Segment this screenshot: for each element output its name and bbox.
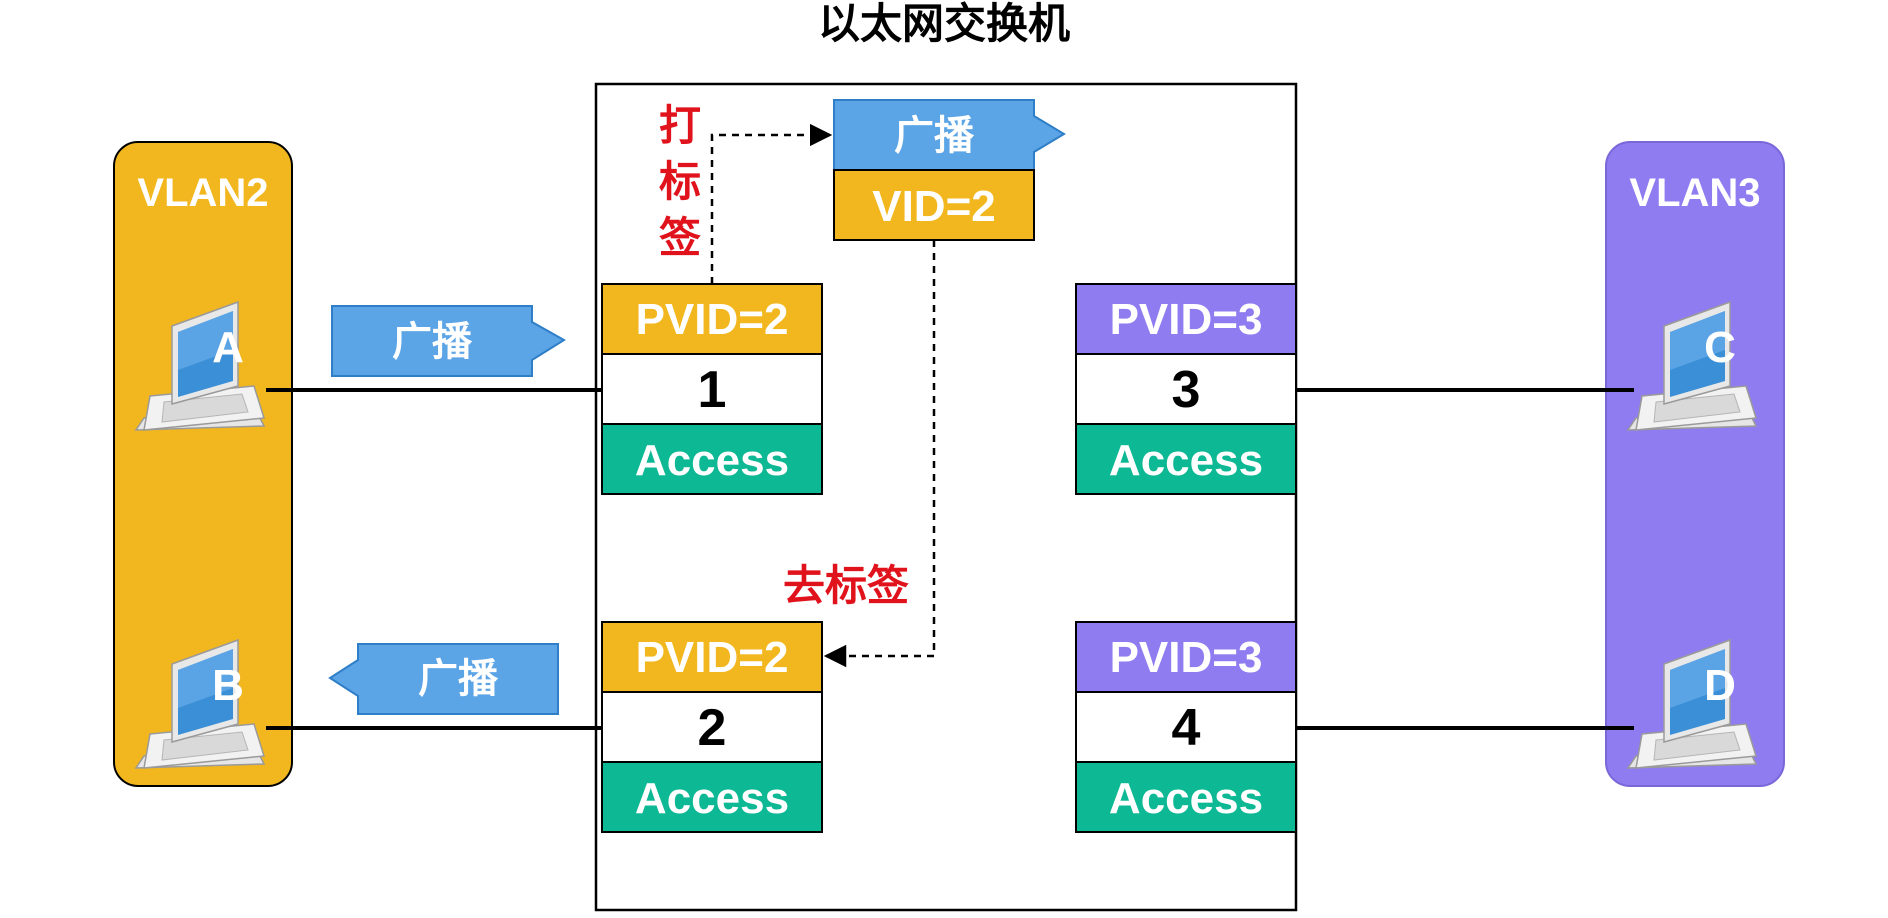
port-4-mode-box [1075,761,1297,833]
port-2-pvid-box [601,621,823,693]
port-3-number: 3 [1172,361,1201,419]
port-3[interactable]: PVID=3 3 Access [1075,283,1297,495]
port-4-pvid: PVID=3 [1110,633,1263,682]
port-3-mode-box [1075,423,1297,495]
tag-annotation-char-2: 标 [659,158,701,205]
port-3-pvid-box [1075,283,1297,355]
outgoing-broadcast-label: 广播 [418,657,499,701]
port-4-pvid-box [1075,621,1297,693]
tag-annotation-char-3: 签 [659,214,701,261]
incoming-broadcast-frame: 广播 [331,305,566,377]
host-b-label: B [212,661,244,710]
port-2-pvid: PVID=2 [636,633,789,682]
port-4-number-box [1075,691,1297,763]
vlan2-group [113,141,293,787]
tagged-broadcast-label: 广播 [894,114,975,158]
untagging-path [823,240,936,668]
outgoing-broadcast-frame: 广播 [328,643,559,715]
arrow-right-icon [331,305,566,377]
port-2-number: 2 [698,699,727,757]
host-c-label: C [1704,323,1736,372]
untag-annotation: 去标签 [783,562,909,609]
port-4-mode: Access [1109,774,1263,823]
host-d[interactable]: D [1627,639,1757,769]
vid-tag-box [833,169,1035,241]
port-1-number-box [601,353,823,425]
host-b[interactable]: B [135,639,265,769]
tagging-path [710,123,833,284]
port-2[interactable]: PVID=2 2 Access [601,621,823,833]
vid-tag-label: VID=2 [872,182,996,231]
port-2-mode-box [601,761,823,833]
port-1[interactable]: PVID=2 1 Access [601,283,823,495]
tag-annotation: 打 标 签 [659,102,701,261]
vlan3-group [1605,141,1785,787]
arrow-left-icon [328,643,559,715]
port-1-pvid: PVID=2 [636,295,789,344]
port-4[interactable]: PVID=3 4 Access [1075,621,1297,833]
host-d-label: D [1704,661,1736,710]
host-c[interactable]: C [1627,301,1757,431]
port-4-number: 4 [1172,699,1201,757]
host-a[interactable]: A [135,301,265,431]
port-1-mode-box [601,423,823,495]
vlan2-label: VLAN2 [137,171,268,215]
diagram-title: 以太网交换机 [818,0,1070,47]
port-1-number: 1 [698,361,727,419]
port-3-mode: Access [1109,436,1263,485]
incoming-broadcast-label: 广播 [392,320,473,364]
tag-annotation-char-1: 打 [659,102,701,149]
port-1-mode: Access [635,436,789,485]
port-3-number-box [1075,353,1297,425]
port-2-number-box [601,691,823,763]
tagged-broadcast-frame: 广播 VID=2 [833,99,1066,241]
port-3-pvid: PVID=3 [1110,295,1263,344]
port-2-mode: Access [635,774,789,823]
host-a-label: A [212,323,244,372]
vlan3-label: VLAN3 [1629,171,1760,215]
